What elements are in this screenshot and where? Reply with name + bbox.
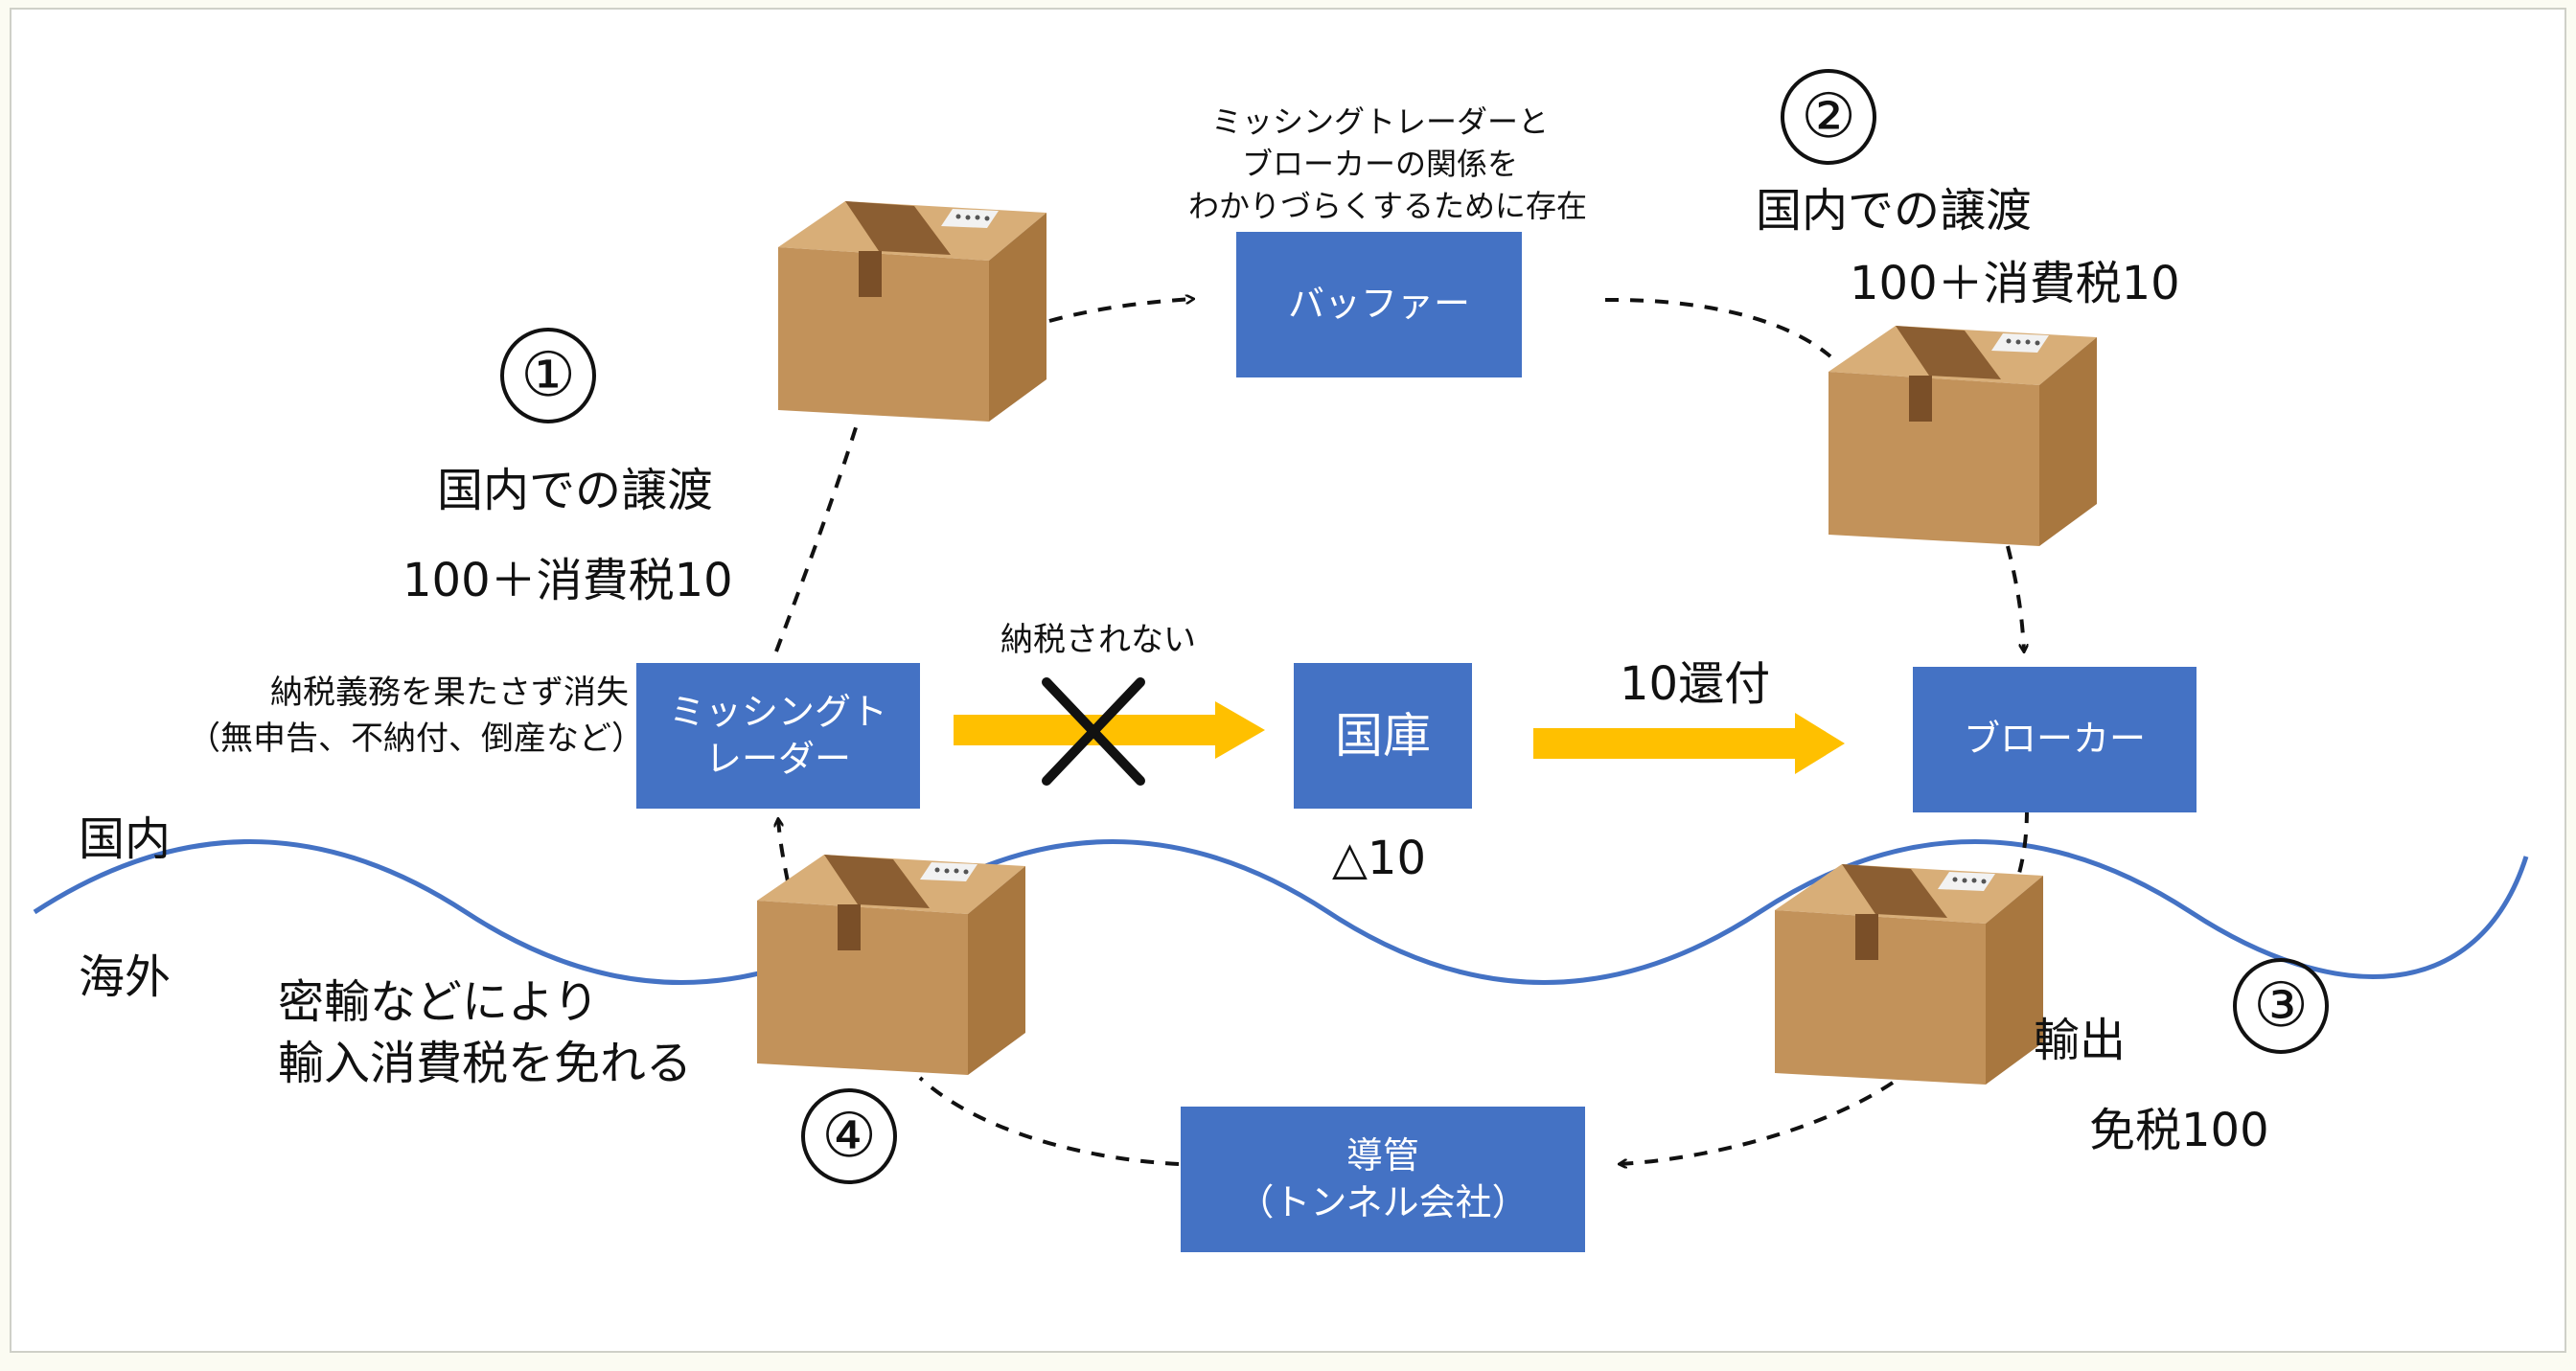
conduit-label: 導管 [1346, 1133, 1419, 1177]
missing-trader-note-line: （無申告、不納付、倒産など） [188, 719, 644, 758]
refund-label: 10還付 [1620, 657, 1771, 711]
missing-trader-note-line: 納税義務を果たさず消失 [270, 674, 629, 712]
cardboard-box-icon [778, 201, 1046, 422]
flow-box1-to-buffer [1048, 299, 1193, 323]
step-4-line2: 輸入消費税を免れる [278, 1037, 693, 1090]
conduit-sublabel: （トンネル会社） [1237, 1181, 1529, 1223]
conduit-node: 導管 （トンネル会社） [1181, 1107, 1585, 1252]
step-3-title: 輸出 [2034, 1014, 2127, 1067]
buffer-node: バッファー [1236, 232, 1522, 377]
broker-node: ブローカー [1913, 667, 2196, 812]
flow-buffer-to-box2 [1604, 297, 1832, 358]
step-2-amount: 100＋消費税10 [1850, 257, 2180, 310]
refund-arrow [1533, 713, 1845, 774]
missing-trader-note: 納税義務を果たさず消失 （無申告、不納付、倒産など） [188, 671, 644, 762]
buffer-note-line: わかりづらくするために存在 [1188, 188, 1588, 225]
step-3-amount: 免税100 [2089, 1104, 2269, 1157]
step-2-title: 国内での譲渡 [1756, 184, 2033, 238]
treasury-node: 国庫 [1294, 663, 1472, 809]
step-4-line1: 密輸などにより [278, 975, 600, 1029]
sea-boundary-wave [33, 839, 2529, 985]
step-1-title: 国内での譲渡 [437, 464, 714, 517]
no-tax-paid-label: 納税されない [1000, 621, 1196, 659]
missing-trader-label: ミッシングトレーダー [668, 690, 887, 780]
step-2-number: ② [1781, 69, 1876, 165]
flow-box4-to-missing [778, 819, 790, 882]
cardboard-box-icon [1828, 326, 2097, 546]
treasury-balance: △10 [1332, 832, 1426, 885]
flow-box3-to-conduit [1620, 1081, 1895, 1164]
missing-trader-node: ミッシングトレーダー [636, 663, 920, 809]
overseas-region-label: 海外 [79, 950, 172, 1004]
step-1-amount: 100＋消費税10 [402, 554, 733, 607]
step-3-number: ③ [2233, 958, 2329, 1054]
flow-missing-to-box1 [774, 421, 860, 652]
buffer-note: ミッシングトレーダーと ブローカーの関係を わかりづらくするために存在 [1188, 101, 1588, 227]
flow-box2-to-broker [2006, 545, 2024, 651]
domestic-region-label: 国内 [79, 812, 172, 866]
buffer-note-line: ミッシングトレーダーと [1210, 103, 1549, 140]
step-4-number: ④ [801, 1088, 897, 1184]
cardboard-box-icon [757, 855, 1025, 1075]
buffer-note-line: ブローカーの関係を [1241, 146, 1518, 183]
flow-conduit-to-box4 [918, 1076, 1180, 1166]
x-mark-icon [1042, 677, 1145, 786]
step-1-number: ① [500, 328, 596, 423]
cardboard-box-icon [1775, 864, 2043, 1085]
